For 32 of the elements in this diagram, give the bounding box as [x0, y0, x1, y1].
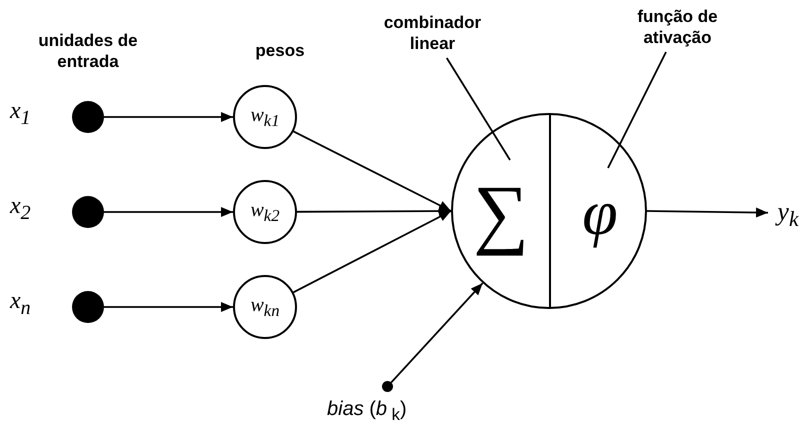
input-dot — [72, 196, 104, 228]
summation-symbol: ∑ — [453, 155, 549, 271]
bias-label: bias (b $_{k}$) — [327, 398, 407, 425]
annotation-text: função de ativação — [615, 6, 740, 52]
weight-symbol: w$_{k2}$ — [250, 198, 280, 226]
weight-symbol: w$_{kn}$ — [250, 294, 280, 320]
weight-circle — [233, 85, 297, 149]
input-symbol: x$_{n}$ — [10, 288, 31, 320]
annotation-text: combinador linear — [370, 12, 495, 58]
arrow — [390, 282, 484, 384]
arrow — [104, 207, 233, 217]
output-symbol: y$_{k}$ — [768, 196, 808, 230]
leader-line — [607, 52, 667, 168]
input-symbol: x$_{2}$ — [10, 193, 31, 225]
input-dot — [72, 101, 104, 133]
arrow — [293, 130, 452, 212]
leader-line — [446, 58, 511, 160]
arrow — [104, 302, 233, 312]
input-dot — [72, 291, 104, 323]
arrow — [297, 206, 451, 216]
neuron-circle — [451, 113, 647, 309]
input-dot — [382, 381, 393, 392]
column-heading: pesos — [254, 40, 306, 62]
weight-circle — [233, 275, 297, 339]
activation-symbol: φ — [551, 155, 649, 271]
arrow — [104, 112, 233, 122]
arrow — [646, 208, 768, 218]
weight-circle — [233, 180, 297, 244]
input-symbol: x$_{1}$ — [10, 98, 31, 130]
weight-symbol: w$_{k1}$ — [250, 104, 280, 130]
column-heading: unidades de entrada — [37, 30, 139, 72]
arrow — [293, 210, 452, 294]
